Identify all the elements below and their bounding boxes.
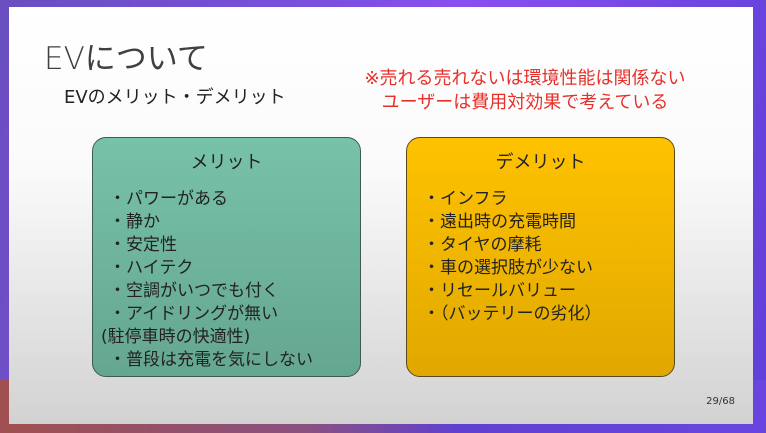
list-item: ・静か <box>109 212 160 232</box>
list-item: ・遠出時の充電時間 <box>423 212 576 232</box>
list-item: ・リセールバリュー <box>423 281 576 301</box>
slide: EVについて EVのメリット・デメリット ※売れる売れないは環境性能は関係ない … <box>9 7 753 424</box>
note-line: ※売れる売れないは環境性能は関係ない <box>364 68 686 89</box>
list-item: (駐停車時の快適性) <box>101 327 251 347</box>
list-item: ・アイドリングが無い <box>109 304 279 324</box>
list-item: ・普段は充電を気にしない <box>109 350 313 370</box>
list-item: ・空調がいつでも付く <box>109 281 279 301</box>
slide-title: EVについて <box>44 41 208 77</box>
merit-heading: メリット <box>190 152 263 173</box>
slide-subtitle: EVのメリット・デメリット <box>64 87 286 108</box>
page-number: 29/68 <box>706 396 735 407</box>
demerit-box: デメリット ・インフラ ・遠出時の充電時間 ・タイヤの摩耗 ・車の選択肢が少ない… <box>406 137 675 377</box>
list-item: ・（バッテリーの劣化） <box>423 304 602 324</box>
list-item: ・パワーがある <box>109 189 228 209</box>
merit-box: メリット ・パワーがある ・静か ・安定性 ・ハイテク ・空調がいつでも付く ・… <box>92 137 361 377</box>
list-item: ・車の選択肢が少ない <box>423 258 593 278</box>
list-item: ・安定性 <box>109 235 177 255</box>
list-item: ・ハイテク <box>109 258 194 278</box>
list-item: ・タイヤの摩耗 <box>423 235 542 255</box>
note-line: ユーザーは費用対効果で考えている <box>381 92 669 113</box>
demerit-heading: デメリット <box>495 152 586 173</box>
list-item: ・インフラ <box>423 189 508 209</box>
note-text: ※売れる売れないは環境性能は関係ない ユーザーは費用対効果で考えている <box>339 67 711 115</box>
